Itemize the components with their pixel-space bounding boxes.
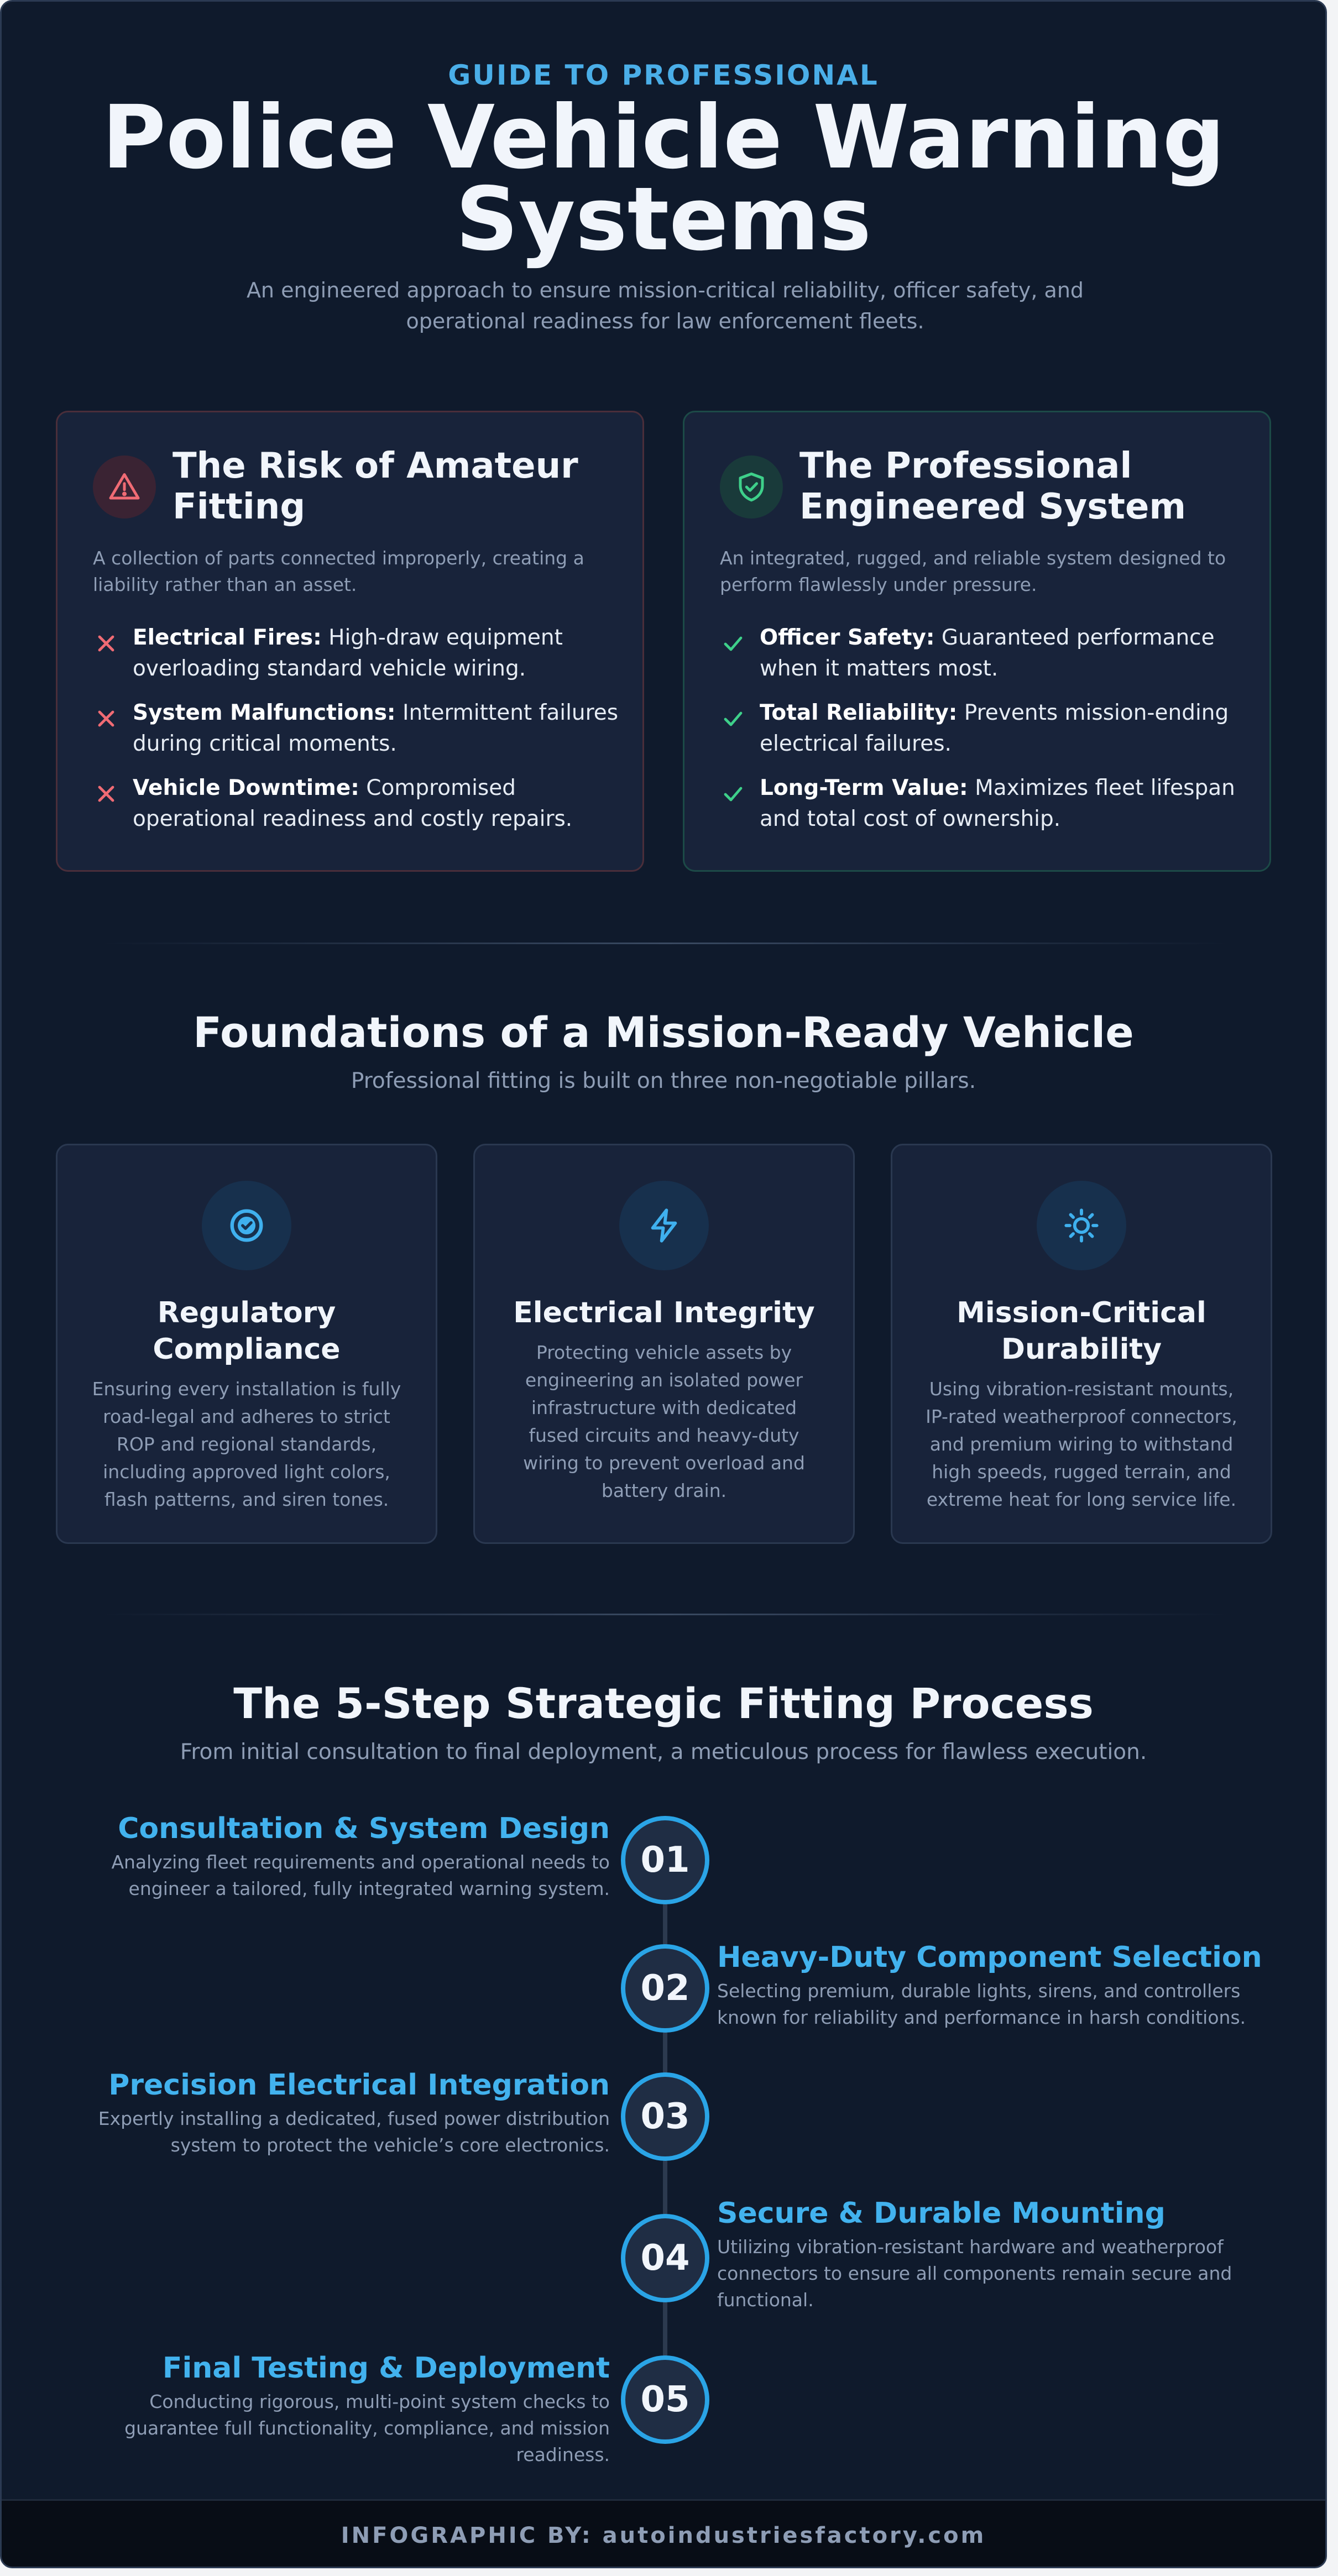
lightning-bolt-icon [619,1181,709,1270]
pillar-card-compliance: Regulatory Compliance Ensuring every ins… [56,1144,437,1544]
step-description: Conducting rigorous, multi-point system … [124,2391,610,2465]
professional-item-label: Total Reliability: [760,700,958,725]
pillar-card-electrical: Electrical Integrity Protecting vehicle … [473,1144,855,1544]
list-item: Long-Term Value: Maximizes fleet lifespa… [720,773,1251,848]
header-subtitle: An engineered approach to ensure mission… [246,278,1084,333]
check-icon [724,711,743,726]
step-description: Analyzing fleet requirements and operati… [111,1851,610,1899]
x-icon [98,635,114,652]
list-item: Vehicle Downtime: Compromised operationa… [93,773,624,848]
risk-card: The Risk of Amateur Fitting A collection… [56,411,644,872]
step-title: Precision Electrical Integration [108,2069,610,2102]
foundations-subtitle: Professional fitting is built on three n… [351,1069,976,1093]
step-number-badge: 03 [621,2072,709,2161]
shield-check-icon [720,455,783,519]
professional-card-description: An integrated, rugged, and reliable syst… [720,547,1226,595]
step-1: Consultation & System Design Analyzing f… [57,1810,610,1902]
step-5: Final Testing & Deployment Conducting ri… [57,2350,610,2468]
footer-credit: INFOGRAPHIC BY: autoindustriesfactory.co… [2,2499,1325,2567]
foundations-title: Foundations of a Mission-Ready Vehicle [193,1008,1134,1057]
professional-list: Officer Safety: Guaranteed performance w… [720,622,1251,848]
badge-check-icon [202,1181,291,1270]
pillar-description: Ensuring every installation is fully roa… [92,1378,401,1510]
section-divider [101,943,1229,944]
step-title: Heavy-Duty Component Selection [717,1941,1262,1974]
step-3: Precision Electrical Integration Expertl… [57,2067,610,2159]
sun-icon [1037,1181,1126,1270]
step-title: Secure & Durable Mounting [717,2197,1165,2230]
x-icon [98,710,114,727]
step-description: Utilizing vibration-resistant hardware a… [717,2236,1232,2311]
page-title-text: Police Vehicle Warning Systems [102,87,1225,270]
pillar-description: Protecting vehicle assets by engineering… [523,1342,805,1501]
risk-item-label: Electrical Fires: [133,625,322,650]
step-title: Consultation & System Design [118,1812,610,1845]
professional-item-text: Guaranteed performance when it matters m… [760,625,1215,681]
step-description: Selecting premium, durable lights, siren… [717,1980,1246,2028]
process-title: The 5-Step Strategic Fitting Process [233,1679,1094,1728]
list-item: Electrical Fires: High-draw equipment ov… [93,622,624,698]
professional-card-title: The Professional Engineered System [799,446,1187,527]
pillar-description: Using vibration-resistant mounts, IP-rat… [926,1378,1237,1510]
professional-item-label: Long-Term Value: [760,776,968,800]
professional-item-label: Officer Safety: [760,625,935,650]
risk-card-title: The Risk of Amateur Fitting [173,446,578,527]
risk-item-text: Compromised operational readiness and co… [133,776,573,831]
step-number-badge: 05 [621,2355,709,2444]
risk-card-description: A collection of parts connected improper… [93,547,584,595]
x-icon [98,786,114,802]
list-item: Total Reliability: Prevents mission-endi… [720,698,1251,773]
risk-item-label: System Malfunctions: [133,700,396,725]
footer-credit-text: INFOGRAPHIC BY: autoindustriesfactory.co… [341,2522,986,2548]
list-item: System Malfunctions: Intermittent failur… [93,698,624,773]
pillar-card-durability: Mission-Critical Durability Using vibrat… [891,1144,1272,1544]
risk-item-label: Vehicle Downtime: [133,776,359,800]
pillar-title: Regulatory Compliance [153,1296,341,1366]
risk-item-text: High-draw equipment overloading standard… [133,625,563,681]
step-description: Expertly installing a dedicated, fused p… [98,2108,610,2156]
check-icon [724,787,743,802]
pillar-title: Electrical Integrity [513,1296,815,1329]
list-item: Officer Safety: Guaranteed performance w… [720,622,1251,698]
header-eyebrow: GUIDE TO PROFESSIONAL [448,59,879,91]
page-title: Police Vehicle Warning Systems [2,94,1325,263]
warning-triangle-icon [93,455,156,519]
professional-item-text: Maximizes fleet lifespan and total cost … [760,776,1235,831]
step-number-badge: 01 [621,1816,709,1904]
step-title: Final Testing & Deployment [162,2352,610,2385]
step-number-badge: 04 [621,2214,709,2302]
step-number-badge: 02 [621,1944,709,2033]
step-2: Heavy-Duty Component Selection Selecting… [717,1939,1270,2031]
pillar-title: Mission-Critical Durability [957,1296,1206,1366]
professional-item-text: Prevents mission-ending electrical failu… [760,700,1229,756]
professional-card: The Professional Engineered System An in… [683,411,1271,872]
risk-list: Electrical Fires: High-draw equipment ov… [93,622,624,848]
section-divider [101,1614,1229,1615]
step-4: Secure & Durable Mounting Utilizing vibr… [717,2195,1270,2313]
risk-item-text: Intermittent failures during critical mo… [133,700,619,756]
check-icon [724,636,743,651]
process-subtitle: From initial consultation to final deplo… [180,1740,1147,1765]
